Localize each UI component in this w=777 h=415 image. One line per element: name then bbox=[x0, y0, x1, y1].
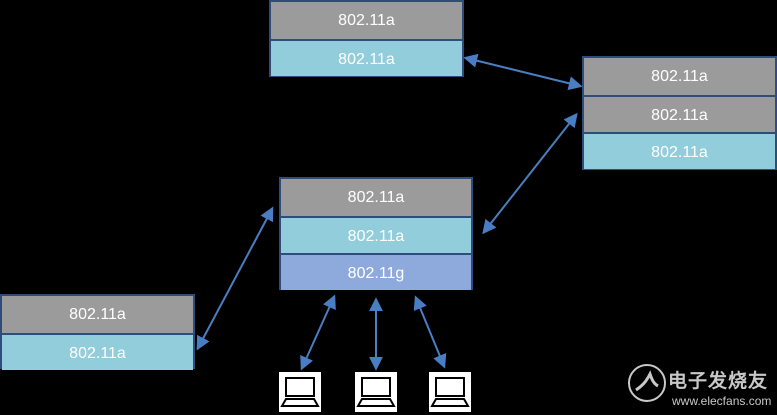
link-right-center bbox=[482, 112, 578, 235]
node-right-layer-2: 802.11a bbox=[584, 95, 775, 132]
elecfans-logo-icon bbox=[628, 364, 666, 402]
node-center-layer-3: 802.11g bbox=[281, 253, 471, 290]
node-top-layer-1: 802.11a bbox=[271, 2, 462, 39]
node-top: 802.11a 802.11a bbox=[269, 0, 464, 77]
watermark-url: www.elecfans.com bbox=[672, 394, 772, 408]
node-top-layer-2: 802.11a bbox=[271, 39, 462, 76]
node-right: 802.11a 802.11a 802.11a bbox=[582, 56, 777, 170]
link-center-client-3 bbox=[413, 295, 447, 369]
laptop-icon bbox=[429, 372, 471, 412]
node-left: 802.11a 802.11a bbox=[0, 294, 195, 370]
node-right-layer-3: 802.11a bbox=[584, 132, 775, 169]
link-center-left bbox=[196, 206, 274, 351]
node-left-layer-1: 802.11a bbox=[2, 296, 193, 333]
laptop-icon bbox=[279, 372, 321, 412]
node-right-layer-1: 802.11a bbox=[584, 58, 775, 95]
node-center-layer-1: 802.11a bbox=[281, 179, 471, 216]
link-center-client-1 bbox=[300, 294, 336, 371]
watermark-name: 电子发烧友 bbox=[668, 371, 769, 392]
node-center: 802.11a 802.11a 802.11g bbox=[279, 177, 473, 290]
laptop-icon bbox=[355, 372, 397, 412]
link-top-right bbox=[463, 53, 583, 91]
node-left-layer-2: 802.11a bbox=[2, 333, 193, 370]
node-center-layer-2: 802.11a bbox=[281, 216, 471, 253]
